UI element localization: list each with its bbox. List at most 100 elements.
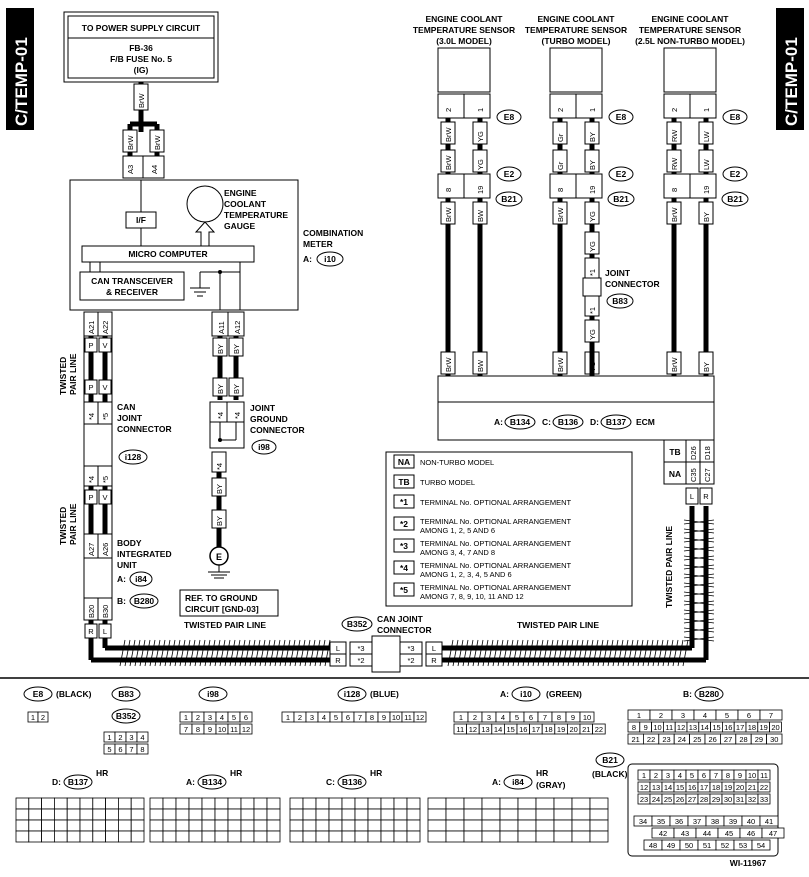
- side-tab-right: [776, 8, 804, 130]
- hr-pin-cell: [15, 797, 30, 810]
- legend-text: TERMINAL No. OPTIONAL ARRANGEMENT: [420, 517, 572, 526]
- hr-pin-cell: [149, 808, 164, 821]
- b83-pin-label: *1: [588, 269, 597, 276]
- b280-pin: 29: [755, 735, 763, 744]
- b280-pin: 25: [693, 735, 701, 744]
- b21-note: (BLACK): [592, 769, 628, 779]
- wire-color: BrW: [556, 357, 565, 373]
- hr-pin-cell: [188, 808, 203, 821]
- sensor-e8-badge: [496, 109, 522, 125]
- hr-pin-cell: [499, 797, 519, 810]
- pin-a12: A12: [233, 321, 242, 334]
- pin-a3: A3: [126, 165, 135, 174]
- side-tab-right-label: C/TEMP-01: [782, 37, 801, 126]
- wire-color: BY: [588, 132, 597, 142]
- hr-pin-cell: [302, 830, 317, 843]
- wire-tag: [666, 121, 682, 145]
- wire-tag: [584, 201, 600, 225]
- wire-v-2: V: [102, 383, 107, 392]
- hr-pin-cell: [227, 808, 242, 821]
- twist-stroke: [597, 639, 609, 667]
- hr-pin-cell: [201, 819, 216, 832]
- ground-joint-label-1: JOINT: [250, 403, 276, 413]
- hr-pin-cell: [105, 797, 119, 810]
- sensor-title-3: (TURBO MODEL): [542, 36, 611, 46]
- b280-pin: 27: [724, 735, 732, 744]
- twisted-pair-label-bottom-left: TWISTED PAIR LINE: [184, 620, 266, 630]
- b21-pin: 40: [747, 817, 755, 826]
- wire-color: BW: [476, 359, 485, 372]
- legend-code: *2: [400, 519, 408, 529]
- twist-stroke: [683, 528, 715, 534]
- b352-label-2: CONNECTOR: [377, 625, 432, 635]
- b134-hr: HR: [230, 768, 242, 778]
- hr-pin-cell: [380, 830, 395, 843]
- b21-pin: 13: [652, 783, 660, 792]
- hr-pin-cell: [553, 830, 573, 843]
- twist-stroke: [617, 639, 629, 667]
- ecm-tb-label: TB: [669, 447, 680, 457]
- twist-stroke: [507, 639, 519, 667]
- hr-pin-cell: [214, 830, 229, 843]
- hr-pin-cell: [571, 808, 591, 821]
- gauge-label-4: GAUGE: [224, 221, 256, 231]
- twist-stroke: [269, 639, 281, 667]
- wire-color: BY: [702, 212, 711, 222]
- i10-pin: 9: [571, 713, 575, 722]
- b21-pin: 54: [757, 841, 765, 850]
- b21-pin: 9: [738, 771, 742, 780]
- hr-pin-cell: [105, 808, 119, 821]
- hr-pin-cell: [253, 808, 268, 821]
- i10-prefix: A:: [500, 689, 509, 699]
- twist-stroke: [577, 639, 589, 667]
- body-unit-prefix-a: A:: [117, 574, 126, 584]
- hr-pin-cell: [149, 830, 164, 843]
- b280-pin: 5: [725, 711, 729, 720]
- twist-stroke: [467, 639, 479, 667]
- hr-pin-cell: [535, 797, 555, 810]
- i10-pin: 18: [544, 725, 552, 734]
- hr-pin-cell: [41, 819, 55, 832]
- wire-tag: [552, 121, 568, 145]
- sensor-pin: 1: [702, 108, 711, 112]
- b352-pin: 2: [118, 733, 122, 742]
- hr-pin-cell: [118, 830, 132, 843]
- b21-pin: 14: [664, 783, 672, 792]
- e8-pin: 2: [41, 713, 45, 722]
- i128-pin-4: *4: [87, 413, 96, 420]
- wire-v-3: V: [102, 493, 107, 502]
- b280-pin: 26: [709, 735, 717, 744]
- wire-by-3: BY: [216, 384, 225, 394]
- hr-pin-cell: [302, 819, 317, 832]
- b280-pin: 15: [712, 723, 720, 732]
- ground-e-label: E: [216, 552, 222, 562]
- b83-label-2: CONNECTOR: [605, 279, 660, 289]
- wire-color: Gr: [556, 133, 565, 142]
- b280-pin: 9: [644, 723, 648, 732]
- hr-pin-cell: [227, 797, 242, 810]
- hr-pin-cell: [266, 830, 281, 843]
- power-fuse-line2: F/B FUSE No. 5: [110, 54, 172, 64]
- i10-pin: 6: [529, 713, 533, 722]
- wire-label-brw-top: [133, 83, 149, 111]
- b352-pin: 8: [140, 745, 144, 754]
- hr-pin-cell: [553, 797, 573, 810]
- twist-stroke: [547, 639, 559, 667]
- ecm-na-label: NA: [669, 469, 681, 479]
- pin-cell: [37, 711, 49, 723]
- b83-view-conn: B83: [118, 689, 134, 699]
- wire-color: BrW: [670, 357, 679, 373]
- pin-cell: [579, 711, 595, 723]
- hr-pin-cell: [517, 797, 537, 810]
- b21-pin: 42: [659, 829, 667, 838]
- twist-stroke: [527, 639, 539, 667]
- hr-pin-cell: [517, 808, 537, 821]
- wire-color: BrW: [444, 155, 453, 171]
- sensor-e2-badge: [608, 166, 634, 182]
- i84-view-conn: i84: [512, 777, 524, 787]
- b21-pin: 2: [654, 771, 658, 780]
- hr-pin-cell: [589, 808, 609, 821]
- wire-l-body: L: [103, 627, 107, 636]
